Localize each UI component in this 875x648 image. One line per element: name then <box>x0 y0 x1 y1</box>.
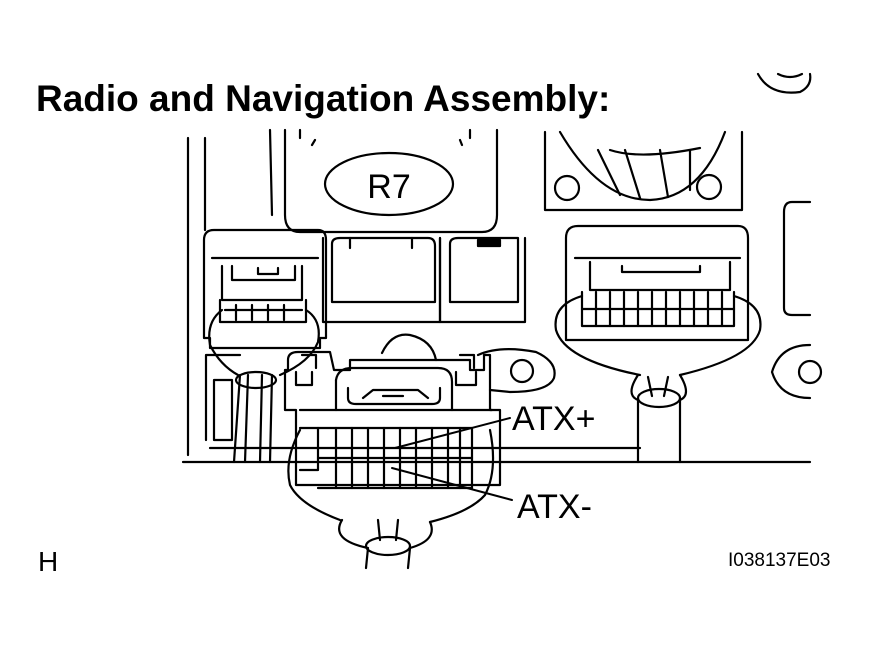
left-harness-end <box>234 370 278 390</box>
main-connector <box>283 350 502 490</box>
top-right-knob <box>756 72 812 94</box>
right-tab-hole <box>509 358 535 384</box>
right-tab <box>476 348 556 394</box>
right-bolt-hole <box>797 359 823 385</box>
corner-label: H <box>38 546 59 577</box>
right-bolt <box>770 343 812 400</box>
r7-label: R7 <box>367 168 410 206</box>
main-wire-loop <box>287 428 495 524</box>
center-socket-right <box>438 236 527 324</box>
left-harness <box>232 373 274 464</box>
right-bracket <box>782 200 812 317</box>
r7-label-oval <box>323 151 455 217</box>
figure-id: I038137E03 <box>728 550 831 571</box>
main-harness-end <box>364 535 412 557</box>
top-right-knob-inner <box>776 72 804 79</box>
main-connector-tab-left <box>300 353 318 370</box>
r7-connector <box>283 128 499 234</box>
left-wire-loop <box>208 308 320 377</box>
atx-minus-label: ATX- <box>517 488 592 526</box>
right-wire-loop <box>554 294 762 377</box>
main-connector-tab-right <box>458 353 476 370</box>
left-plate <box>204 353 242 442</box>
atx-plus-label: ATX+ <box>512 400 595 438</box>
fan-grille <box>543 130 744 212</box>
radio-chassis <box>181 128 812 464</box>
right-connector <box>564 224 750 342</box>
center-boss <box>380 333 438 362</box>
right-harness-end <box>636 387 682 409</box>
diagram-title: Radio and Navigation Assembly: <box>36 78 611 119</box>
atx-minus-leader <box>391 467 513 501</box>
atx-plus-leader <box>394 417 511 449</box>
